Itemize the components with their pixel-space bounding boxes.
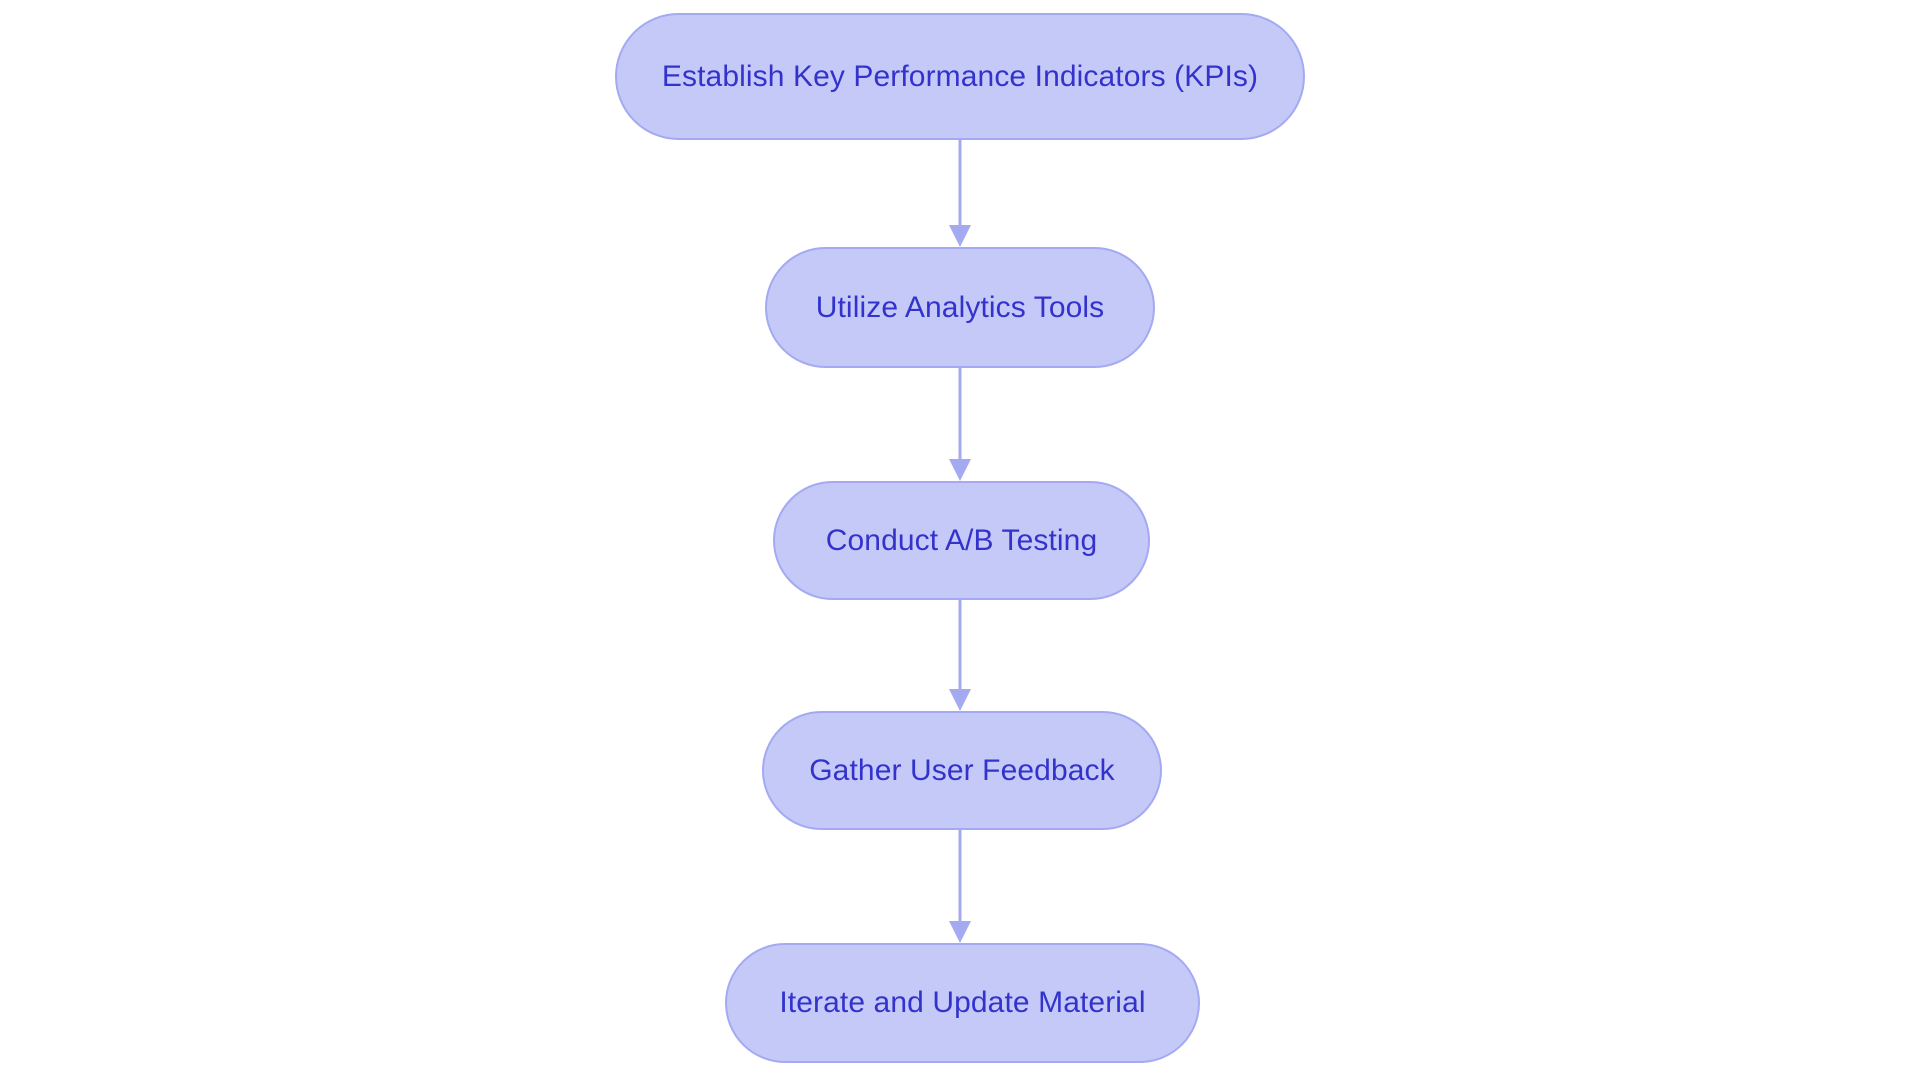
- arrow-down-icon: [949, 921, 971, 943]
- flowchart-node-kpi[interactable]: Establish Key Performance Indicators (KP…: [615, 13, 1305, 140]
- flowchart-connector-analytics-to-abtest: [948, 368, 972, 481]
- flowchart-connector-kpi-to-analytics: [948, 140, 972, 247]
- arrow-down-icon: [949, 689, 971, 711]
- connector-line: [958, 140, 962, 225]
- flowchart-node-iterate[interactable]: Iterate and Update Material: [725, 943, 1200, 1063]
- flowchart-node-abtest[interactable]: Conduct A/B Testing: [773, 481, 1150, 600]
- flowchart-node-label: Gather User Feedback: [809, 753, 1115, 787]
- flowchart-node-label: Iterate and Update Material: [779, 986, 1146, 1019]
- flowchart-node-label: Utilize Analytics Tools: [815, 290, 1105, 324]
- connector-line: [958, 600, 962, 689]
- flowchart-node-label: Conduct A/B Testing: [825, 523, 1098, 557]
- flowchart-node-feedback[interactable]: Gather User Feedback: [762, 711, 1162, 830]
- flowchart-node-label: Establish Key Performance Indicators (KP…: [661, 59, 1259, 93]
- flowchart-node-analytics[interactable]: Utilize Analytics Tools: [765, 247, 1155, 368]
- connector-line: [958, 368, 962, 459]
- flowchart-connector-feedback-to-iterate: [948, 830, 972, 943]
- connector-line: [958, 830, 962, 921]
- arrow-down-icon: [949, 225, 971, 247]
- flowchart-connector-abtest-to-feedback: [948, 600, 972, 711]
- arrow-down-icon: [949, 459, 971, 481]
